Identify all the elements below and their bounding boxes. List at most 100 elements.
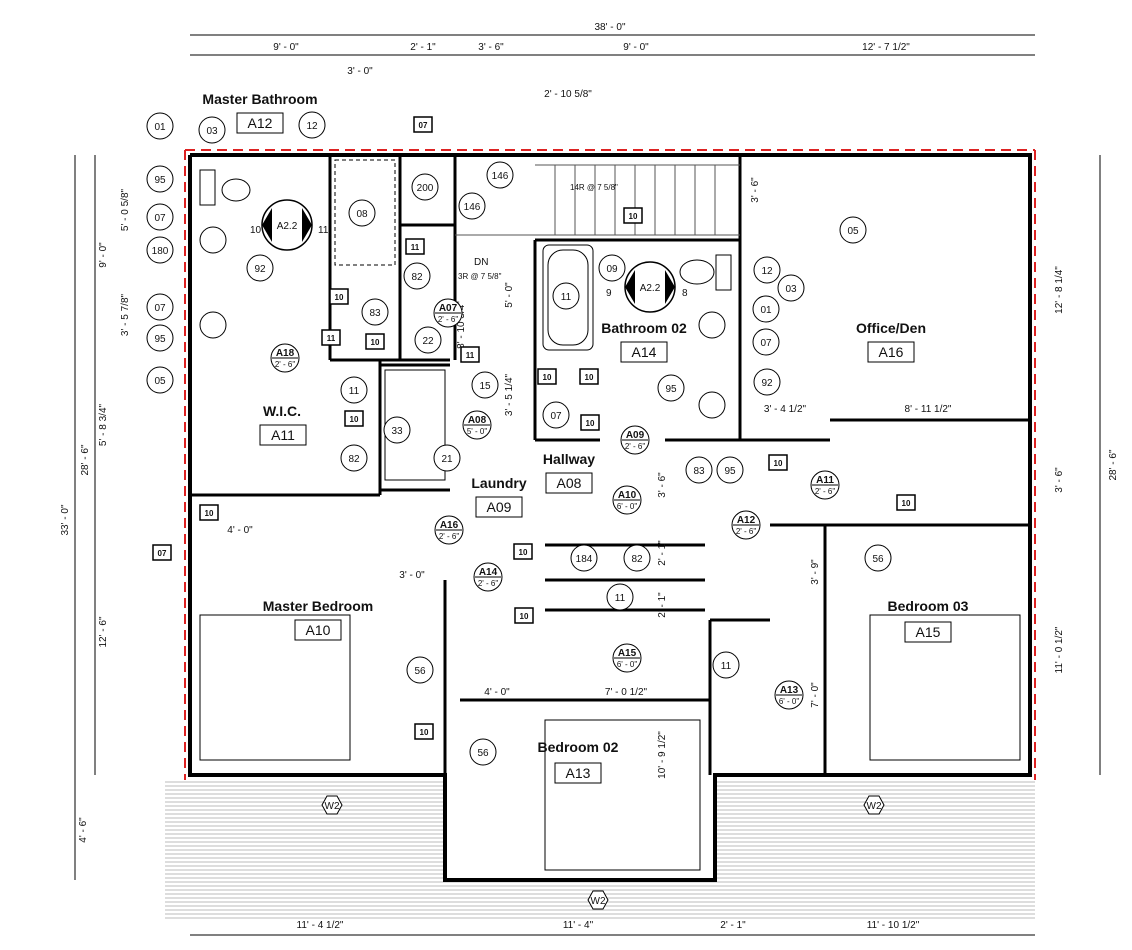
wall-tag: 10 — [513, 543, 533, 560]
svg-text:2' - 6": 2' - 6" — [736, 527, 757, 536]
dim-left: 33' - 0" — [60, 504, 71, 535]
svg-text:8' - 10 3/4": 8' - 10 3/4" — [456, 301, 467, 349]
keynote-label: 83 — [369, 308, 381, 319]
keynote-circle: 12 — [753, 256, 781, 284]
view-code: A2.2 — [640, 283, 661, 294]
window-tags: W2 W2 W2 — [321, 795, 885, 910]
svg-text:2' - 6": 2' - 6" — [438, 315, 459, 324]
svg-text:A10: A10 — [618, 490, 637, 501]
dim-left: 3' - 5 7/8" — [120, 293, 131, 336]
keynote-label: 180 — [152, 246, 169, 257]
keynote-circle: 03 — [198, 116, 226, 144]
wall-tag: 11 — [405, 238, 425, 255]
wall-tag-label: 11 — [327, 334, 336, 343]
room-name: Bedroom 02 — [538, 739, 619, 755]
keynote-circle: 21 — [433, 444, 461, 472]
keynote-circle: 56 — [864, 544, 892, 572]
svg-text:A18: A18 — [276, 348, 295, 359]
keynote-label: 12 — [306, 121, 318, 132]
keynote-circle: 200 — [411, 173, 439, 201]
keynote-circle: 08 — [348, 199, 376, 227]
keynote-label: 22 — [422, 336, 434, 347]
dim-top: 2' - 10 5/8" — [544, 89, 592, 100]
wall-tag: 10 — [623, 207, 643, 224]
svg-text:A07: A07 — [439, 303, 458, 314]
wall-tag: 07 — [413, 116, 433, 133]
svg-text:4' - 0": 4' - 0" — [484, 687, 510, 698]
keynote-circle: 01 — [146, 112, 174, 140]
svg-text:A16: A16 — [440, 520, 459, 531]
dim-top: 2' - 1" — [410, 42, 436, 53]
dim-bottom: 11' - 4" — [563, 920, 594, 931]
svg-text:7' - 0": 7' - 0" — [810, 682, 821, 708]
bottom-dimensions: 11' - 4 1/2" 11' - 4" 2' - 1" 11' - 10 1… — [297, 920, 920, 931]
svg-text:A11: A11 — [816, 475, 834, 486]
keynote-circle: 92 — [246, 254, 274, 282]
wall-tag-label: 07 — [419, 121, 428, 130]
keynote-label: 146 — [492, 171, 509, 182]
wall-tag: 10 — [537, 368, 557, 385]
keynote-circle: 12 — [298, 111, 326, 139]
left-dimensions: 33' - 0" 28' - 6" 9' - 0" 5' - 0 5/8" 3'… — [60, 188, 131, 842]
dim-top: 12' - 7 1/2" — [862, 42, 910, 53]
keynote-label: 95 — [665, 384, 677, 395]
keynote-label: 82 — [631, 554, 643, 565]
room-name: Master Bathroom — [202, 91, 317, 107]
view-markers — [261, 199, 676, 313]
keynote-label: 11 — [721, 661, 732, 672]
keynote-circle: 22 — [414, 326, 442, 354]
dim-right: 12' - 8 1/4" — [1054, 266, 1065, 314]
svg-text:5' - 0": 5' - 0" — [504, 282, 515, 308]
keynote-circle: 146 — [458, 192, 486, 220]
svg-text:3' - 0": 3' - 0" — [399, 570, 425, 581]
svg-text:DN: DN — [474, 257, 488, 268]
dim-top: 9' - 0" — [623, 42, 649, 53]
dim-left: 9' - 0" — [98, 242, 109, 268]
svg-text:14R @ 7 5/8": 14R @ 7 5/8" — [570, 183, 618, 192]
dim-left: 5' - 8 3/4" — [98, 403, 109, 446]
red-dashed-line — [184, 149, 1036, 780]
keynote-label: 11 — [561, 292, 572, 303]
keynote-label: 82 — [411, 272, 423, 283]
keynote-circle: 83 — [685, 456, 713, 484]
svg-text:2' - 6": 2' - 6" — [625, 442, 646, 451]
dim-top: 9' - 0" — [273, 42, 299, 53]
svg-text:2' - 1": 2' - 1" — [657, 540, 668, 566]
dim-left: 28' - 6" — [80, 444, 91, 475]
keynote-circle: 33 — [383, 416, 411, 444]
keynote-label: 95 — [154, 175, 166, 186]
wall-tag: 10 — [365, 333, 385, 350]
wall-tag-label: 10 — [371, 338, 380, 347]
keynote-circle: 05 — [146, 366, 174, 394]
keynote-label: 07 — [550, 411, 562, 422]
wall-tag-label: 10 — [520, 612, 529, 621]
svg-text:3' - 5 1/4": 3' - 5 1/4" — [504, 373, 515, 416]
keynote-circle: 56 — [469, 738, 497, 766]
dim-left: 5' - 0 5/8" — [120, 188, 131, 231]
svg-text:A12: A12 — [737, 515, 756, 526]
keynote-label: 07 — [154, 213, 166, 224]
keynote-circle: 03 — [777, 274, 805, 302]
keynote-circle: 82 — [623, 544, 651, 572]
keynote-label: 03 — [206, 126, 218, 137]
room-code: A13 — [566, 765, 591, 781]
door-tags: A18 2' - 6" A07 2' - 6" A08 5' - 0" A09 … — [270, 298, 840, 710]
top-dimensions: 38' - 0" 9' - 0" 2' - 1" 3' - 6" 9' - 0"… — [273, 22, 910, 100]
svg-text:A08: A08 — [468, 415, 487, 426]
keynote-circle: 92 — [753, 368, 781, 396]
wall-tag-label: 10 — [519, 548, 528, 557]
room-name: Bathroom 02 — [601, 320, 687, 336]
interior-dimensions: 4' - 0" 3' - 0" 8' - 10 3/4" 5' - 0" 3' … — [227, 177, 952, 779]
keynote-label: 56 — [477, 748, 489, 759]
keynote-circle: 11 — [340, 376, 368, 404]
dim-overall: 38' - 0" — [594, 22, 625, 33]
room-code: A14 — [632, 344, 657, 360]
keynote-label: 12 — [761, 266, 773, 277]
keynote-circle: 07 — [146, 293, 174, 321]
svg-text:A09: A09 — [626, 430, 645, 441]
svg-text:W2: W2 — [867, 801, 882, 812]
dim-bottom: 11' - 4 1/2" — [297, 920, 344, 931]
wall-tag-label: 10 — [586, 419, 595, 428]
dim-right: 11' - 0 1/2" — [1054, 626, 1065, 673]
